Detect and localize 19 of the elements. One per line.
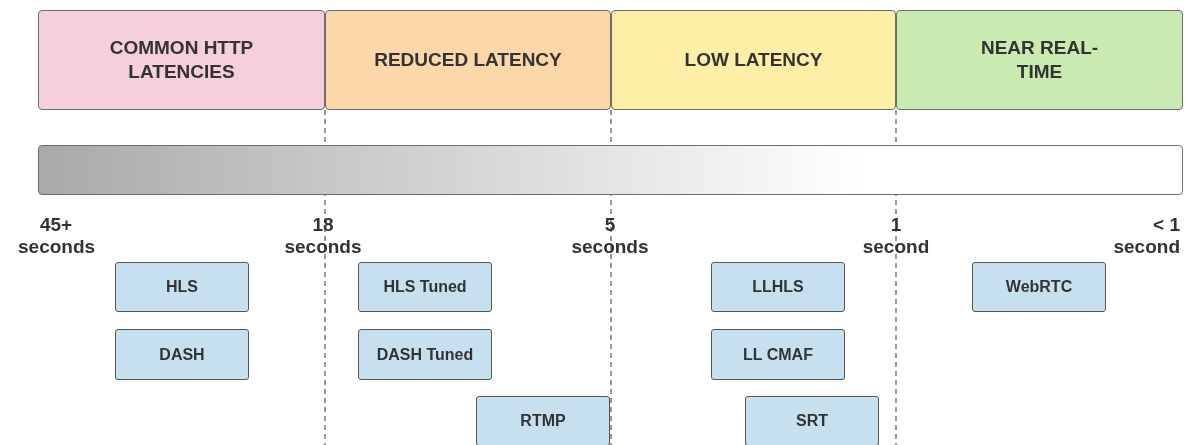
latency-category-band: REDUCED LATENCY (325, 10, 611, 110)
protocol-box: LLHLS (711, 262, 845, 312)
latency-tick-label: 18 seconds (283, 214, 363, 258)
latency-tick-label: < 1 second (1112, 214, 1181, 258)
latency-category-band: LOW LATENCY (611, 10, 896, 110)
latency-category-band: NEAR REAL-TIME (896, 10, 1183, 110)
protocol-box: DASH (115, 329, 249, 380)
latency-gradient-bar (38, 145, 1183, 195)
protocol-box: RTMP (476, 396, 610, 445)
protocol-box: HLS (115, 262, 249, 312)
protocol-box: LL CMAF (711, 329, 845, 380)
protocol-box: DASH Tuned (358, 329, 492, 380)
latency-tick-label: 45+ seconds (17, 214, 97, 258)
protocol-box: HLS Tuned (358, 262, 492, 312)
latency-tick-label: 1 second (861, 214, 931, 258)
protocol-box: SRT (745, 396, 879, 445)
protocol-box: WebRTC (972, 262, 1106, 312)
latency-tick-label: 5 seconds (570, 214, 650, 258)
latency-category-band: COMMON HTTP LATENCIES (38, 10, 325, 110)
